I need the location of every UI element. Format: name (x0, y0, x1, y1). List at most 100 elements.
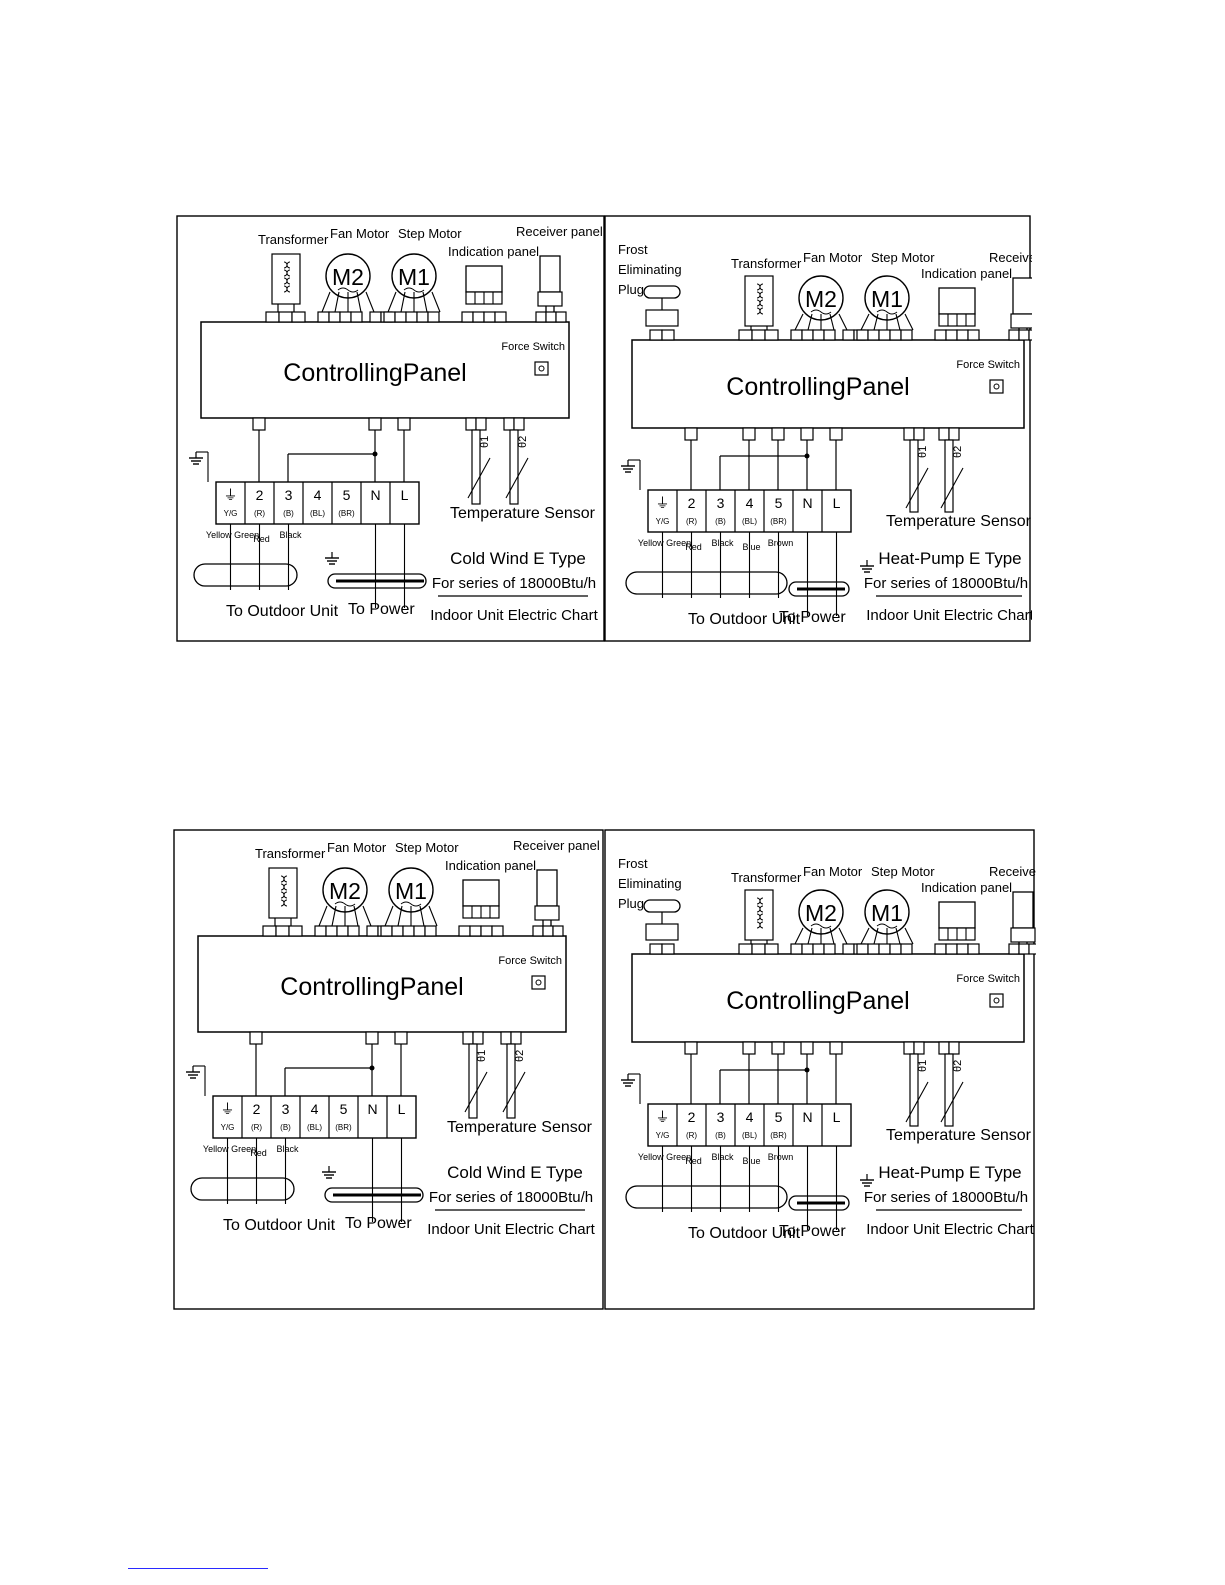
ground-icon (186, 1066, 200, 1079)
motor-lead (400, 291, 406, 313)
motor-lead (829, 927, 835, 945)
step-motor-symbol: M1 (871, 900, 903, 926)
panel-terminal-socket (829, 427, 843, 441)
sensor-probe (509, 429, 519, 505)
transformer-coil (283, 883, 288, 891)
power-ground-icon (860, 560, 874, 573)
fan-motor-label: Fan Motor (803, 250, 863, 265)
step-motor-connector (402, 925, 415, 937)
step-motor-label: Step Motor (871, 864, 935, 879)
power-ground-icon (860, 1174, 874, 1187)
sensor-probe (506, 1043, 516, 1119)
terminal-code: (B) (715, 517, 726, 526)
indication-panel-label: Indication panel (921, 266, 1012, 281)
terminal-code: Y/G (224, 509, 238, 518)
fan-motor-connector (317, 311, 330, 323)
power-ground-icon (325, 552, 339, 565)
sensor-connector (465, 417, 477, 431)
terminal-number: 2 (256, 487, 264, 503)
indication-connector (956, 329, 969, 341)
step-motor-connector (867, 943, 880, 955)
sensor-theta-label: θ2 (517, 436, 529, 448)
force-switch-label: Force Switch (956, 359, 1020, 371)
transformer-icon (271, 253, 301, 312)
indication-connector (934, 943, 947, 955)
outdoor-cable (625, 1185, 788, 1209)
transformer-connector (288, 925, 303, 937)
wire-color-label: Yellow Green (206, 530, 259, 540)
indication-panel-body (938, 287, 976, 315)
terminal-code: Y/G (656, 1131, 670, 1140)
frost-plug-label-line: Plug (618, 282, 644, 297)
fan-motor-connector-aux (842, 943, 855, 955)
fan-motor-label: Fan Motor (803, 864, 863, 879)
force-switch-dot (535, 979, 542, 986)
wire-color-label: Yellow Green (203, 1144, 256, 1154)
diagram-frame (176, 215, 605, 642)
terminal-number: 5 (775, 1109, 783, 1125)
indication-connector (945, 943, 958, 955)
motor-lead (422, 291, 428, 313)
terminal-code: Y/G (656, 517, 670, 526)
receiver-connector (532, 925, 544, 937)
sensor-variable-mark (467, 457, 491, 499)
terminal-code: (B) (715, 1131, 726, 1140)
indication-panel-body (465, 265, 503, 293)
step-motor-symbol: M1 (395, 878, 427, 904)
fan-motor-connector (823, 943, 836, 955)
diagram-frame (604, 829, 1035, 1310)
frost-plug-icon (643, 899, 681, 913)
receiver-connector (545, 311, 557, 323)
motor-lead (397, 905, 403, 927)
sensor-variable-mark (940, 467, 964, 509)
motor-lead (838, 313, 848, 331)
wire-color-label: Red (250, 1148, 267, 1158)
indication-connector (934, 329, 947, 341)
ground-icon (621, 460, 635, 473)
transformer-connector (278, 311, 293, 323)
motor-lead (807, 313, 813, 331)
motor-lead (365, 291, 375, 313)
motor-lead (428, 905, 438, 927)
transformer-coil (759, 913, 764, 921)
motor-lead (829, 313, 835, 331)
step-motor-symbol: M1 (871, 286, 903, 312)
step-motor-connector (380, 925, 393, 937)
unit-type-title: Cold Wind E Type (450, 549, 586, 568)
panel-terminal-socket (397, 417, 411, 431)
sensor-probe (471, 429, 481, 505)
indication-panel-label: Indication panel (921, 880, 1012, 895)
indication-panel-icon (938, 901, 976, 941)
motor-lead (860, 313, 870, 331)
transformer-label: Transformer (255, 846, 326, 861)
transformer-icon (268, 867, 298, 926)
terminal-number: L (398, 1101, 406, 1117)
controlling-panel-label: ControllingPanel (726, 373, 909, 401)
to-outdoor-unit-label: To Outdoor Unit (688, 1225, 801, 1242)
outdoor-cable (193, 563, 298, 587)
terminal-number: 4 (746, 1109, 754, 1125)
receiver-panel-label: Receiver panel (989, 250, 1032, 265)
terminal-number: 4 (314, 487, 322, 503)
panel-terminal-socket (368, 417, 382, 431)
motor-lead (838, 927, 848, 945)
terminal-number: L (833, 495, 841, 511)
receiver-panel-label: Receiver panel (989, 864, 1036, 879)
receiver-connector (1018, 329, 1030, 341)
sensor-variable-mark (505, 457, 529, 499)
footer-link-underline[interactable] (128, 1568, 268, 1569)
fan-motor-label: Fan Motor (330, 226, 390, 241)
indication-connector (461, 311, 474, 323)
sensor-variable-mark (940, 1081, 964, 1123)
step-motor-connector (394, 311, 407, 323)
sensor-probe (909, 1053, 919, 1127)
motor-lead (873, 927, 879, 945)
transformer-coil (759, 905, 764, 913)
sensor-connector (938, 427, 950, 441)
sensor-connector (503, 417, 515, 431)
panel-terminal-socket (252, 417, 266, 431)
sensor-theta-label: θ1 (917, 446, 929, 458)
series-label: For series of 18000Btu/h (432, 575, 596, 592)
